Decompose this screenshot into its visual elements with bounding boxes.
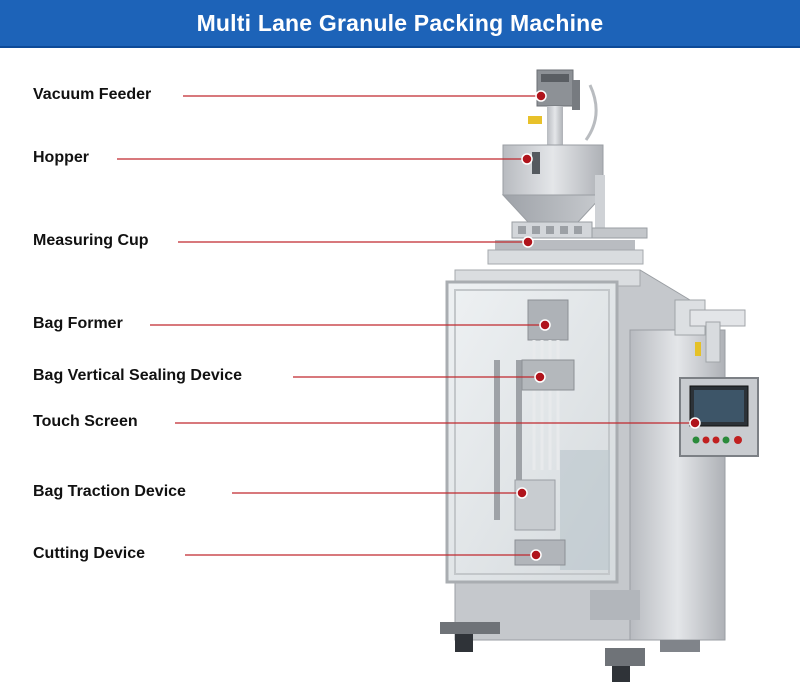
label-bag-former: Bag Former: [33, 315, 123, 332]
label-bag-traction-device: Bag Traction Device: [33, 483, 186, 500]
label-hopper: Hopper: [33, 149, 89, 166]
measuring-cup-part: [487, 221, 648, 265]
marker-dot-vacuum-feeder: [535, 90, 547, 102]
label-cutting-device: Cutting Device: [33, 545, 146, 562]
title-bar: Multi Lane Granule Packing Machine: [0, 0, 800, 48]
marker-dot-hopper: [521, 153, 533, 165]
label-vacuum-feeder: Vacuum Feeder: [33, 86, 152, 103]
vacuum-feeder-part: [528, 69, 598, 146]
page-title: Multi Lane Granule Packing Machine: [196, 9, 604, 36]
marker-dot-measuring-cup: [522, 236, 534, 248]
marker-dot-touch-screen: [689, 417, 701, 429]
machine-cabinet: [445, 269, 726, 641]
label-touch-screen: Touch Screen: [33, 413, 138, 430]
callout-leaders: [117, 90, 701, 561]
touch-screen-part: [674, 299, 759, 457]
label-bag-vertical-sealing-device: Bag Vertical Sealing Device: [33, 367, 242, 384]
marker-dot-bag-former: [539, 319, 551, 331]
marker-dot-bag-traction-device: [516, 487, 528, 499]
machine-feet: [440, 622, 700, 682]
hopper-part: [501, 144, 605, 230]
marker-dot-cutting-device: [530, 549, 542, 561]
marker-dot-bag-vertical-sealing-device: [534, 371, 546, 383]
label-measuring-cup: Measuring Cup: [33, 232, 149, 249]
